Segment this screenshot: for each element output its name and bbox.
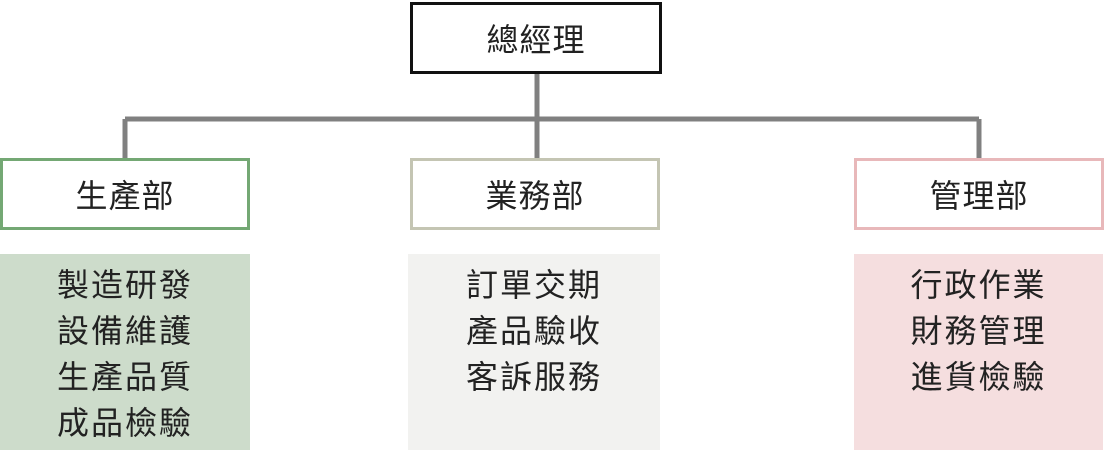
duty-item: 產品驗收 [465, 312, 602, 350]
duty-item: 成品檢驗 [56, 404, 193, 442]
general-manager-box: 總經理 [410, 2, 662, 74]
duty-item: 進貨檢驗 [910, 358, 1047, 396]
duty-item: 製造研發 [56, 266, 193, 304]
department-box-sales: 業務部 [410, 158, 660, 230]
duty-item: 行政作業 [910, 266, 1047, 304]
duty-item: 客訴服務 [465, 358, 602, 396]
duties-panel-management: 行政作業 財務管理 進貨檢驗 [854, 254, 1103, 450]
duty-item: 設備維護 [56, 312, 193, 350]
duty-item: 生產品質 [56, 358, 193, 396]
department-box-management: 管理部 [854, 158, 1104, 230]
duties-panel-production: 製造研發 設備維護 生產品質 成品檢驗 [0, 254, 250, 450]
department-label: 業務部 [485, 177, 585, 215]
duties-panel-sales: 訂單交期 產品驗收 客訴服務 [408, 254, 660, 450]
department-label: 管理部 [929, 177, 1029, 215]
duty-item: 訂單交期 [465, 266, 602, 304]
general-manager-label: 總經理 [486, 21, 586, 59]
department-box-production: 生產部 [0, 158, 250, 230]
duty-item: 財務管理 [910, 312, 1047, 350]
department-label: 生產部 [75, 177, 175, 215]
